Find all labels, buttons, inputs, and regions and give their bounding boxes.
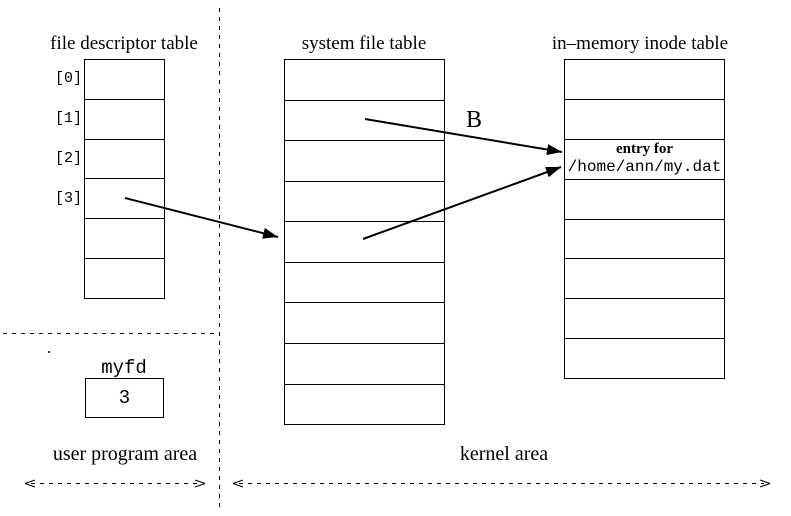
- table-row: [285, 101, 444, 142]
- myfd-value-box: 3: [85, 378, 164, 418]
- table-row: [565, 220, 724, 260]
- in-memory-inode-table: entry for /home/ann/my.dat: [564, 59, 725, 379]
- inode-entry-caption: entry for: [615, 141, 674, 158]
- user-program-area-label: user program area: [52, 443, 198, 465]
- kernel-area-label: kernel area: [459, 443, 549, 465]
- table-row: [565, 299, 724, 340]
- table-row: [85, 100, 164, 140]
- table-row: [85, 140, 164, 180]
- inode-entry-path: /home/ann/my.dat: [567, 158, 722, 177]
- fd-index-label-1: [1]: [54, 110, 82, 127]
- user-area-span-arrow: [24, 479, 206, 488]
- table-row: [85, 259, 164, 298]
- table-row: [285, 182, 444, 223]
- stray-dot: [48, 351, 50, 353]
- myfd-value: 3: [118, 387, 131, 409]
- table-row: [285, 222, 444, 263]
- table-row: [85, 219, 164, 260]
- table-row: [285, 344, 444, 385]
- fd-index-label-3: [3]: [54, 190, 82, 207]
- table-row: [285, 141, 444, 182]
- myfd-variable-label: myfd: [101, 357, 147, 379]
- file-descriptor-table: [84, 59, 165, 299]
- table-row: [565, 100, 724, 140]
- table-row: [565, 60, 724, 100]
- table-row: [565, 180, 724, 220]
- table-row: [565, 259, 724, 300]
- table-row: [85, 60, 164, 100]
- arrow-b-label: B: [466, 107, 483, 133]
- system-file-table-title: system file table: [301, 33, 427, 54]
- system-file-table: [284, 59, 445, 425]
- kernel-area-span-arrow: [232, 479, 771, 488]
- table-row: [565, 339, 724, 378]
- table-row: [285, 60, 444, 101]
- fd-index-label-2: [2]: [54, 150, 82, 167]
- table-row: [85, 179, 164, 220]
- table-row: [285, 303, 444, 344]
- inode-entry-row: entry for /home/ann/my.dat: [565, 140, 724, 180]
- fd-table-title: file descriptor table: [50, 33, 198, 54]
- table-row: [285, 385, 444, 425]
- table-row: [285, 263, 444, 304]
- fd-index-label-0: [0]: [54, 70, 82, 87]
- inode-table-title: in–memory inode table: [551, 33, 729, 54]
